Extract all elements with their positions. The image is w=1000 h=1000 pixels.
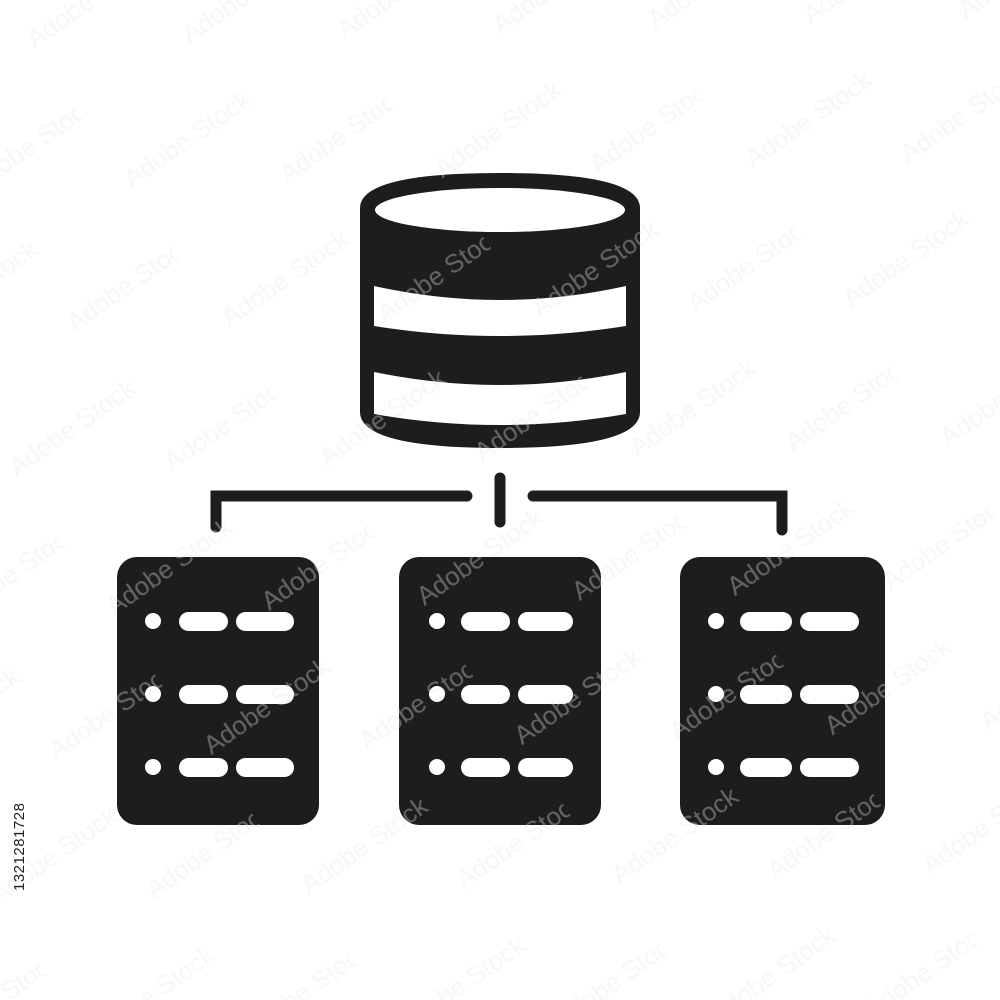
server-rack-icon xyxy=(399,557,601,825)
server-rack-icon xyxy=(680,557,885,825)
server-rack-icon xyxy=(117,557,319,825)
database-cylinder-icon xyxy=(360,173,640,448)
stock-id-label: 1321281728 xyxy=(11,802,28,892)
connector-lines xyxy=(210,472,788,536)
